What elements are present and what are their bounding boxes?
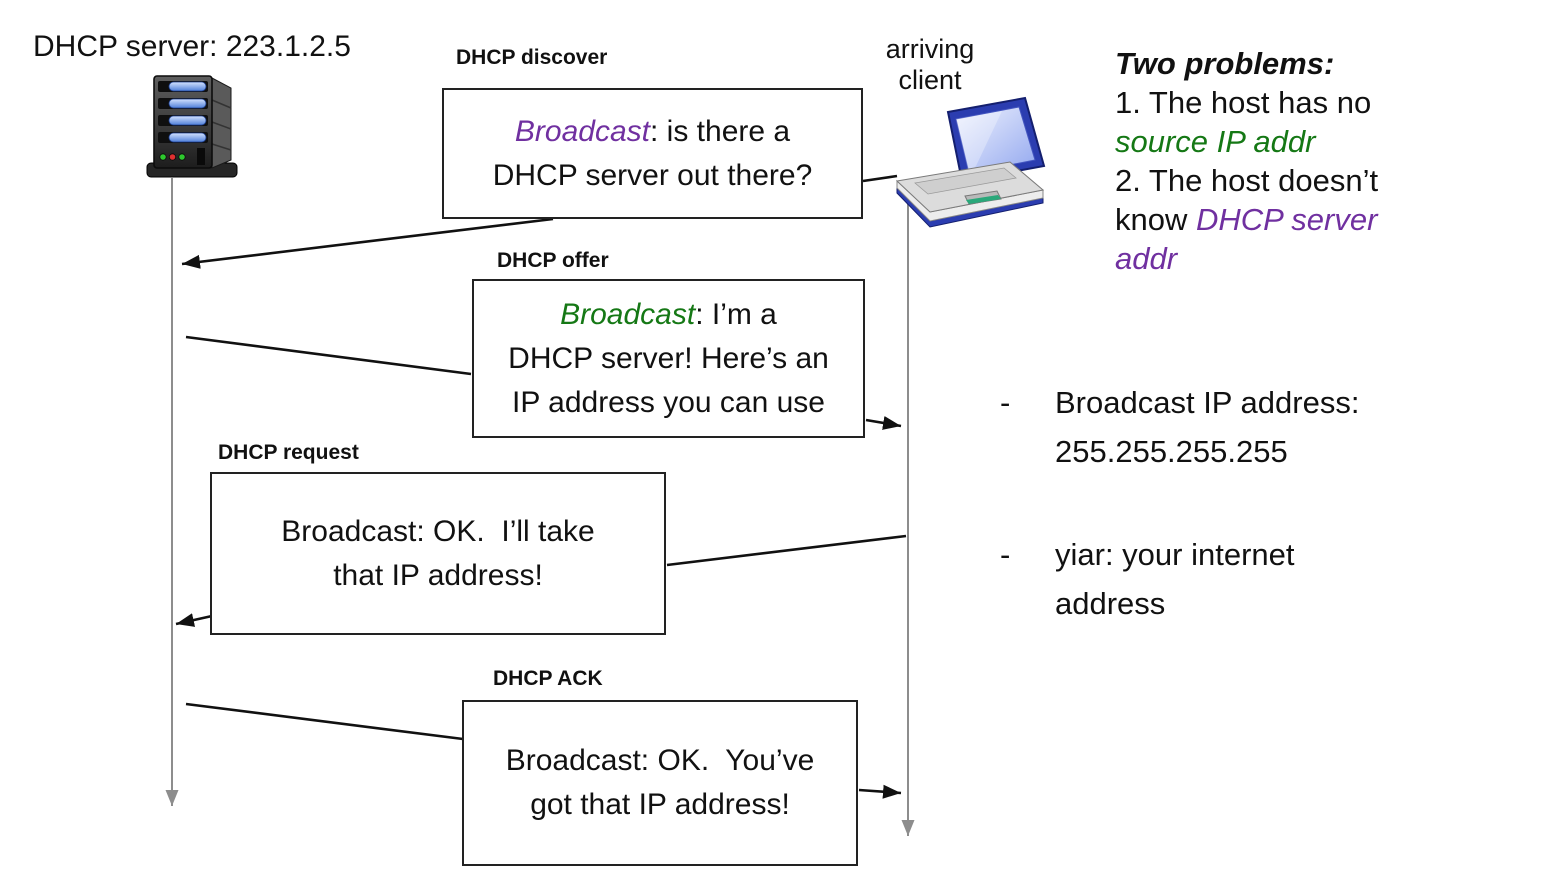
arrow-offer-to-client	[865, 416, 902, 430]
offer-highlight: Broadcast	[560, 297, 696, 331]
problem-1-highlight: source IP addr	[1115, 124, 1316, 159]
server-title: DHCP server: 223.1.2.5	[33, 30, 351, 63]
client-title: arriving client	[885, 34, 975, 95]
problem-2-prefix: know	[1115, 202, 1196, 237]
ack-label: DHCP ACK	[493, 667, 603, 690]
problem-2-highlight: DHCP server	[1195, 202, 1378, 237]
problem-2-mixed-line: know DHCP server	[1115, 200, 1535, 239]
line-discover-from-client	[862, 174, 898, 183]
arrow-request-to-server	[175, 613, 213, 627]
line-ack-from-server	[185, 702, 464, 741]
discover-box: Broadcast: is there a DHCP server out th…	[442, 88, 863, 219]
problem-1-line: 1. The host has no	[1115, 85, 1372, 120]
arrow-ack-to-client	[858, 784, 902, 799]
offer-label: DHCP offer	[497, 249, 609, 272]
note-text: yiar: your internet address	[1055, 537, 1295, 621]
two-problems-block: Two problems: 1. The host has no source …	[1115, 44, 1535, 278]
ack-text: Broadcast: OK. You’ve got that IP addres…	[505, 744, 815, 821]
offer-box: Broadcast: I’m a DHCP server! Here’s an …	[472, 279, 865, 438]
offer-rest: : I’m a DHCP server! Here’s an IP addres…	[508, 297, 829, 419]
server-icon	[146, 75, 238, 178]
discover-rest: : is there a DHCP server out there?	[492, 114, 813, 192]
request-label: DHCP request	[218, 441, 359, 464]
arrow-discover-to-server	[181, 217, 554, 269]
problem-2-highlight-cont: addr	[1115, 241, 1178, 276]
line-request-from-client	[666, 534, 907, 567]
note-broadcast-ip: - Broadcast IP address: 255.255.255.255	[1000, 378, 1480, 476]
request-box: Broadcast: OK. I’ll take that IP address…	[210, 472, 666, 635]
problem-2-line: 2. The host doesn’t	[1115, 163, 1379, 198]
note-text: Broadcast IP address: 255.255.255.255	[1055, 385, 1360, 469]
ack-box: Broadcast: OK. You’ve got that IP addres…	[462, 700, 858, 866]
note-yiar: - yiar: your internet address	[1000, 530, 1480, 628]
note-dash: -	[1000, 537, 1011, 572]
offer-text: Broadcast: I’m a DHCP server! Here’s an …	[508, 293, 829, 425]
two-problems-title: Two problems:	[1115, 46, 1335, 81]
discover-label: DHCP discover	[456, 46, 608, 69]
note-dash: -	[1000, 385, 1011, 420]
discover-highlight: Broadcast	[514, 114, 650, 148]
laptop-icon	[895, 96, 1046, 228]
line-offer-from-server	[185, 335, 472, 376]
request-text: Broadcast: OK. I’ll take that IP address…	[281, 514, 595, 592]
discover-text: Broadcast: is there a DHCP server out th…	[493, 110, 813, 198]
